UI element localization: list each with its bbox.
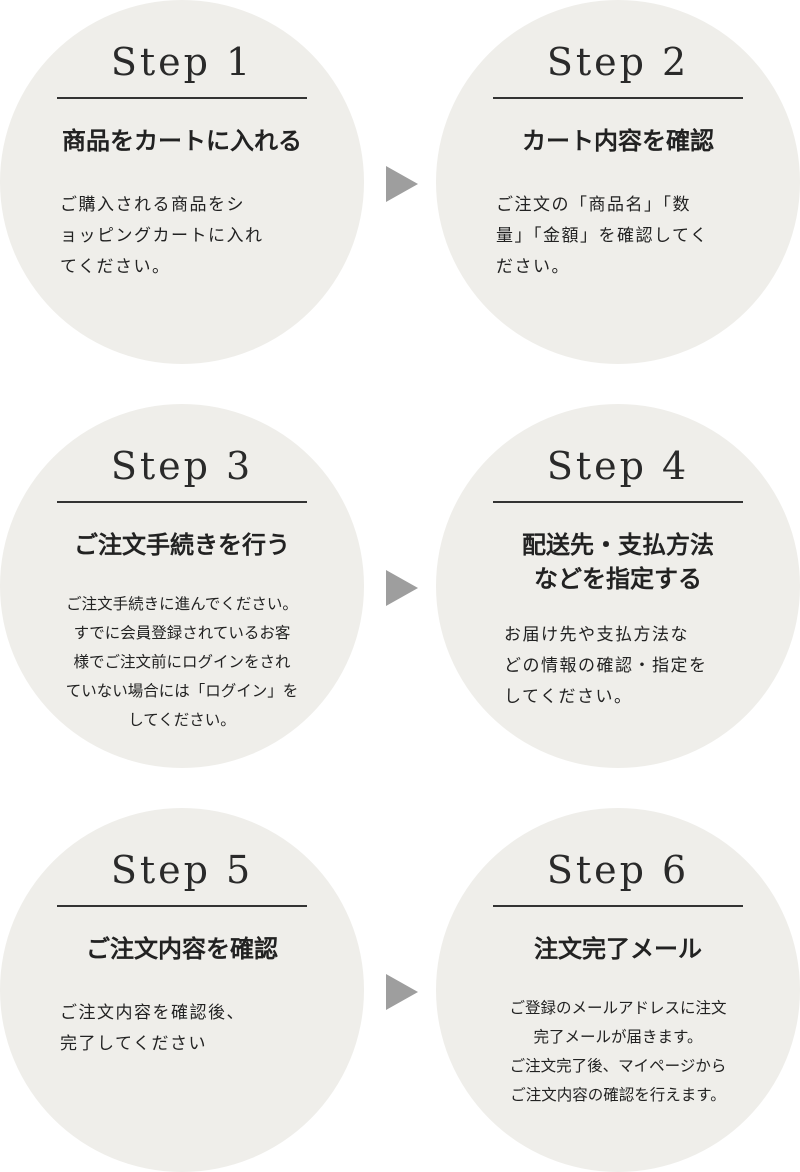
- step-5-divider: [57, 905, 307, 907]
- arrow-step-1-to-2-icon: [386, 166, 418, 202]
- step-4-description: お届け先や支払方法な どの情報の確認・指定を してください。: [504, 625, 708, 707]
- step-2-divider: [493, 97, 743, 99]
- arrow-step-5-to-6-icon: [386, 974, 418, 1010]
- step-6-divider: [493, 905, 743, 907]
- step-2-heading: カート内容を確認: [522, 127, 714, 155]
- step-6-heading: 注文完了メール: [534, 935, 702, 963]
- step-6-title: Step 6: [546, 848, 690, 892]
- step-5-heading: ご注文内容を確認: [86, 935, 278, 963]
- step-3-description: ご注文手続きに進んでください。 すでに会員登録されているお客 様でご注文前にログ…: [65, 595, 299, 729]
- step-4-divider: [493, 501, 743, 503]
- step-2-title: Step 2: [546, 40, 690, 84]
- step-6-description: ご登録のメールアドレスに注文 完了メールが届きます。 ご注文完了後、マイページか…: [509, 999, 727, 1104]
- step-1-title: Step 1: [110, 40, 254, 84]
- step-2-circle: Step 2 カート内容を確認 ご注文の「商品名」「数 量」「金額」を確認してく…: [436, 0, 800, 364]
- step-5-title: Step 5: [110, 848, 254, 892]
- step-3-title: Step 3: [110, 444, 254, 488]
- step-5-circle: Step 5 ご注文内容を確認 ご注文内容を確認後、 完了してください: [0, 808, 364, 1172]
- step-4-title: Step 4: [546, 444, 690, 488]
- step-1-divider: [57, 97, 307, 99]
- step-3-divider: [57, 501, 307, 503]
- step-3-heading: ご注文手続きを行う: [74, 531, 290, 559]
- step-5-description: ご注文内容を確認後、 完了してください: [60, 1003, 245, 1054]
- step-6-circle: Step 6 注文完了メール ご登録のメールアドレスに注文 完了メールが届きます…: [436, 808, 800, 1172]
- step-1-circle: Step 1 商品をカートに入れる ご購入される商品をシ ョッピングカートに入れ…: [0, 0, 364, 364]
- step-4-heading: 配送先・支払方法 などを指定する: [522, 531, 714, 593]
- step-4-circle: Step 4 配送先・支払方法 などを指定する お届け先や支払方法な どの情報の…: [436, 404, 800, 768]
- arrow-step-3-to-4-icon: [386, 570, 418, 606]
- step-3-circle: Step 3 ご注文手続きを行う ご注文手続きに進んでください。 すでに会員登録…: [0, 404, 364, 768]
- step-1-heading: 商品をカートに入れる: [62, 127, 302, 155]
- step-1-description: ご購入される商品をシ ョッピングカートに入れ てください。: [60, 195, 264, 277]
- step-2-description: ご注文の「商品名」「数 量」「金額」を確認してく ださい。: [496, 195, 709, 277]
